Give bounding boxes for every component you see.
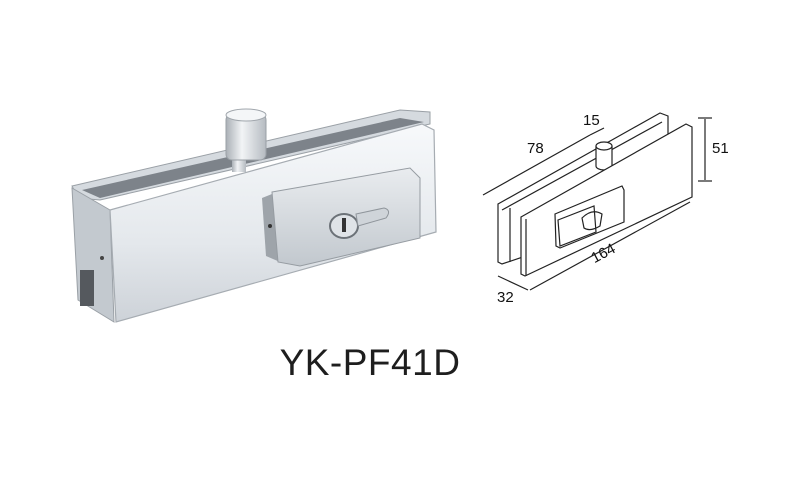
pin-cap (225, 108, 267, 122)
lock-box-side (262, 194, 280, 262)
product-photo (71, 108, 437, 323)
dimension-78: 78 (527, 140, 544, 157)
dimension-15: 15 (583, 112, 600, 129)
keyhole-icon (342, 218, 346, 232)
dimension-drawing (482, 112, 712, 291)
dim-line-32 (497, 275, 529, 291)
dim-line-15 (589, 127, 605, 136)
dim-line-164 (529, 201, 691, 291)
dim-line-78 (482, 134, 591, 196)
side-slot (80, 270, 94, 306)
thumb-slot (355, 207, 390, 227)
dimension-51: 51 (712, 140, 729, 157)
lock-box-hole (268, 224, 272, 228)
dimension-32: 32 (497, 289, 514, 306)
screw-hole (100, 256, 104, 260)
model-number: YK-PF41D (279, 342, 461, 383)
drawing-lock-box (554, 185, 625, 249)
